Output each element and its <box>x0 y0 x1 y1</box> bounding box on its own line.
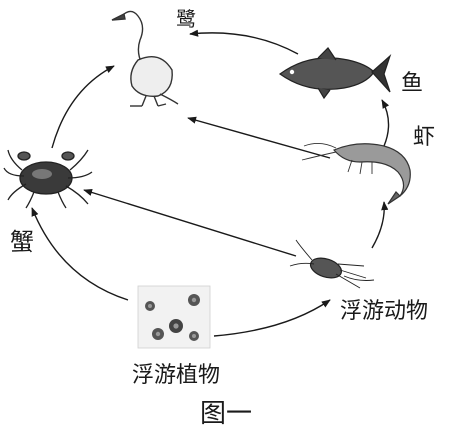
crab-illustration <box>3 149 93 209</box>
egret-illustration <box>111 10 179 107</box>
phytoplankton-illustration <box>137 285 211 349</box>
zooplankton-illustration <box>289 239 375 289</box>
figure-caption: 图一 <box>200 399 252 429</box>
arrow-phytoplankton-to-zooplankton <box>213 299 331 337</box>
shrimp-illustration <box>301 143 411 205</box>
arrow-zooplankton-to-shrimp <box>371 201 389 249</box>
arrow-shrimp-to-fish <box>381 99 390 147</box>
label-zooplankton: 浮游动物 <box>340 299 428 324</box>
arrow-shrimp-to-egret <box>187 116 331 159</box>
arrow-crab-to-egret <box>51 65 115 149</box>
arrow-fish-to-egret <box>189 29 299 55</box>
fish-illustration <box>278 47 392 100</box>
label-fish: 鱼 <box>401 71 423 96</box>
arrow-phytoplankton-to-crab <box>31 207 129 301</box>
label-phytoplankton: 浮游植物 <box>132 363 220 388</box>
label-shrimp: 虾 <box>413 125 435 150</box>
label-egret: 鹭 <box>176 7 196 31</box>
arrow-zooplankton-to-crab <box>83 188 297 257</box>
label-crab: 蟹 <box>10 228 34 256</box>
